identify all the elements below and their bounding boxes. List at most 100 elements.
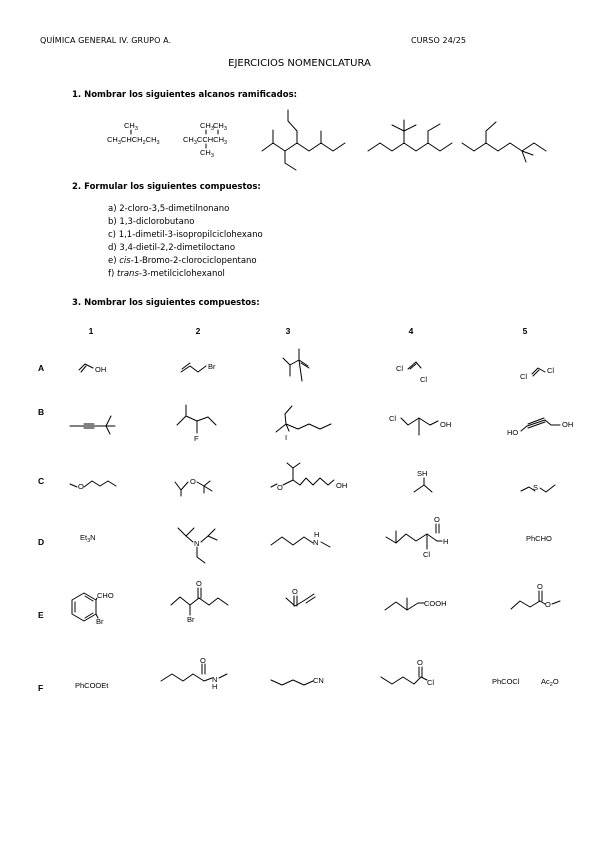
svg-text:S: S [533,483,538,492]
compound-c2: O [174,477,213,497]
row-label-a: A [38,363,44,373]
svg-text:O: O [417,658,423,667]
svg-text:Cl: Cl [423,550,430,559]
compound-list: a) 2-cloro-3,5-dimetilnonano b) 1,3-dicl… [108,203,263,281]
row-label-c: C [38,476,44,486]
compound-a1: OH [78,363,106,374]
svg-text:O: O [78,482,84,491]
svg-text:Cl: Cl [520,372,527,381]
svg-text:CN: CN [313,676,324,685]
svg-text:CHO: CHO [97,591,114,600]
svg-text:H: H [443,537,448,546]
compound-e3: O [285,587,316,607]
compound-d3: H N [270,530,331,548]
svg-text:Br: Br [96,617,104,626]
compound-e1: CHO Br [71,591,114,626]
row-label-f: F [38,683,43,693]
svg-text:H: H [212,682,217,691]
header-course-year: CURSO 24/25 [411,36,467,45]
svg-text:PhCOOEt: PhCOOEt [75,681,109,690]
svg-text:Ac2O: Ac2O [541,677,559,688]
svg-text:OH: OH [95,365,106,374]
column-header-4: 4 [409,326,414,336]
svg-text:O: O [200,656,206,665]
svg-text:SH: SH [417,469,427,478]
svg-text:CH3: CH3 [200,121,214,132]
svg-text:O: O [537,582,543,591]
svg-text:N: N [194,539,199,548]
svg-text:Cl: Cl [427,678,434,687]
compound-item-f: f) trans-3-metilciclohexanol [108,269,225,279]
svg-text:Cl: Cl [389,414,396,423]
page-title: EJERCICIOS NOMENCLATURA [228,58,371,69]
svg-text:OH: OH [440,420,451,429]
compound-d4: Cl O H [385,515,448,559]
svg-text:O: O [196,579,202,588]
svg-text:Br: Br [208,362,216,371]
row-label-b: B [38,407,44,417]
svg-text:Et3N: Et3N [80,533,96,544]
alkane-3-skeletal [261,142,346,152]
svg-text:Cl: Cl [420,375,427,384]
compound-a5: Cl Cl [520,366,554,381]
compound-f1: PhCOOEt [75,681,109,690]
compound-b4: Cl OH [389,414,451,436]
compound-f3: CN [270,676,324,686]
section-2-heading: 2. Formular los siguientes compuestos: [72,182,261,192]
compound-f4: O Cl [380,658,434,687]
compound-b1 [69,415,116,435]
compound-item-c: c) 1,1-dimetil-3-isopropilciclohexano [108,230,263,240]
column-header-1: 1 [89,326,94,336]
compound-b3: I [275,405,332,442]
svg-text:COOH: COOH [424,599,447,608]
svg-text:N: N [313,538,318,547]
svg-text:Br: Br [187,615,195,624]
compound-e4: COOH [384,597,447,611]
compound-c5: S [520,483,556,493]
compound-item-a: a) 2-cloro-3,5-dimetilnonano [108,204,230,214]
compound-c4: SH [413,469,433,493]
compound-d2: N [177,527,218,564]
svg-text:CH3CCHCH3: CH3CCHCH3 [183,135,227,146]
alkane-5-skeletal [461,142,547,152]
compound-e2: Br O [170,579,229,624]
svg-text:O: O [190,477,196,486]
svg-text:HO: HO [507,428,518,437]
svg-text:Cl: Cl [396,364,403,373]
alkane-4-skeletal [367,142,453,152]
column-header-5: 5 [523,326,528,336]
svg-text:OH: OH [336,481,347,490]
svg-text:O: O [292,587,298,596]
svg-text:O: O [434,515,440,524]
compound-b2: F [176,404,217,443]
row-label-e: E [38,610,44,620]
compound-a2: Br [180,362,216,373]
row-label-d: D [38,537,44,547]
alkane-1-condensed: CH3 CH3CHCH2CH3 [107,121,160,146]
svg-text:OH: OH [562,420,573,429]
compound-d5: PhCHO [526,534,552,543]
compound-item-b: b) 1,3-diclorobutano [108,217,195,227]
compound-c1: O [69,480,117,491]
svg-text:O: O [277,483,283,492]
svg-text:CH3: CH3 [124,121,138,132]
column-header-2: 2 [196,326,201,336]
svg-text:CH3: CH3 [200,148,214,159]
compound-e5: O O [510,582,561,610]
compound-a3 [282,348,310,382]
compound-c3: O OH [270,462,347,492]
compound-f2: O N H [160,656,228,691]
compound-item-e: e) cis-1-Bromo-2-clorociclopentano [108,256,257,266]
svg-text:CH3CHCH2CH3: CH3CHCH2CH3 [107,135,160,146]
compound-f5: PhCOCl Ac2O [492,677,559,688]
alkane-2-condensed: CH3 CH3CCHCH3 CH3 CH3 [183,121,227,159]
svg-text:H: H [314,530,319,539]
svg-text:N: N [212,675,217,684]
svg-text:I: I [285,433,287,442]
svg-text:PhCOCl: PhCOCl [492,677,520,686]
svg-text:F: F [194,434,199,443]
svg-text:PhCHO: PhCHO [526,534,552,543]
compound-a4: Cl Cl [396,361,427,384]
compound-item-d: d) 3,4-dietil-2,2-dimetiloctano [108,243,236,253]
